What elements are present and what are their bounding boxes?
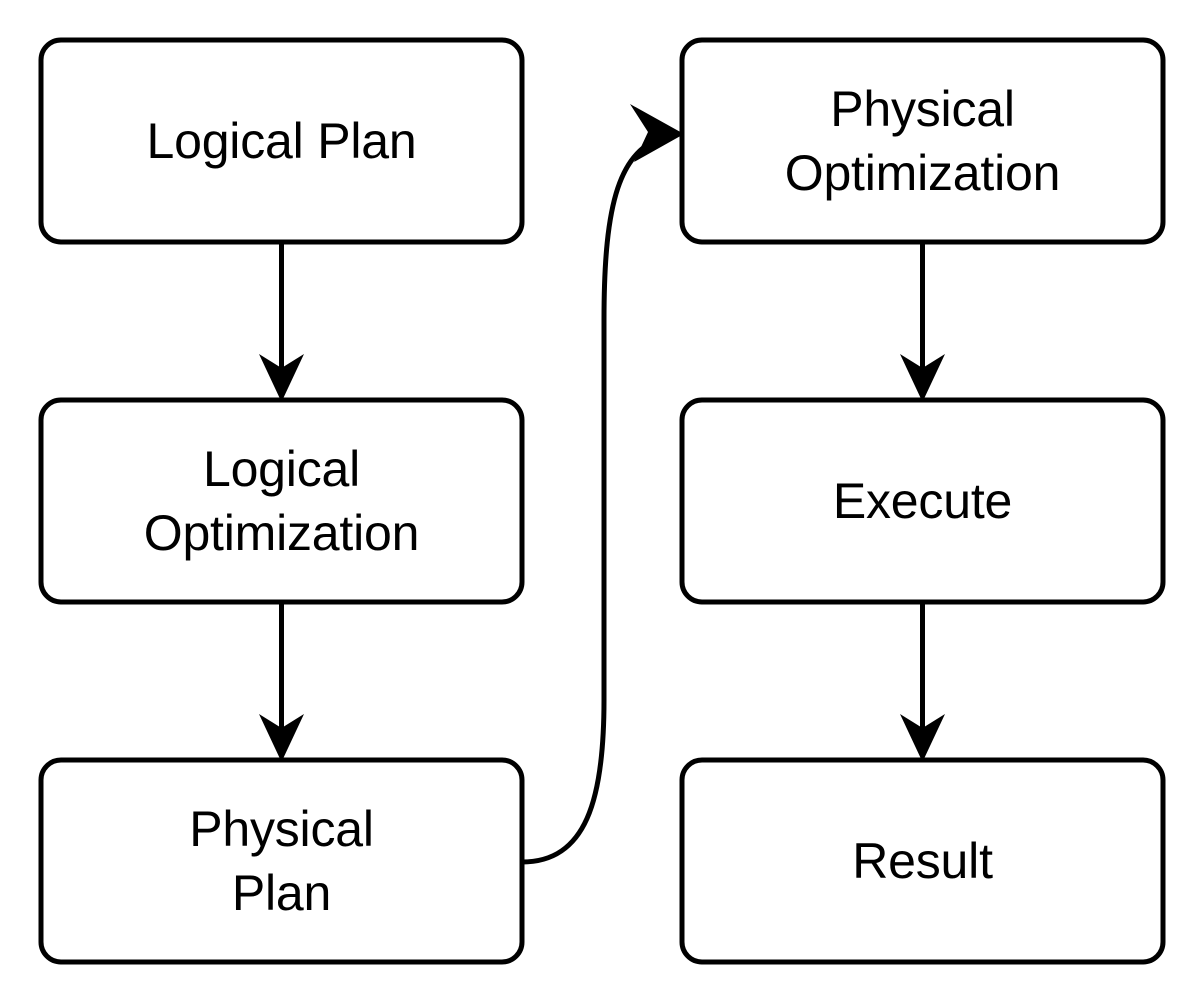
nodes-layer bbox=[38, 37, 1166, 965]
arrowhead-down-icon bbox=[259, 354, 304, 402]
arrowhead-right-icon bbox=[630, 104, 684, 162]
arrowhead-down-icon bbox=[900, 714, 945, 762]
edge-curve bbox=[521, 133, 667, 865]
node-logical-optimization[interactable] bbox=[38, 397, 525, 605]
arrowhead-down-icon bbox=[259, 714, 304, 762]
edge-logical-optimization-to-physical-plan bbox=[259, 602, 304, 762]
node-execute[interactable] bbox=[679, 397, 1166, 605]
node-logical-plan[interactable] bbox=[38, 37, 525, 245]
edge-physical-optimization-to-execute bbox=[900, 242, 945, 402]
node-physical-optimization[interactable] bbox=[679, 37, 1166, 245]
edges-layer bbox=[259, 104, 945, 865]
arrowhead-down-icon bbox=[900, 354, 945, 402]
edge-execute-to-result bbox=[900, 602, 945, 762]
node-physical-plan[interactable] bbox=[38, 757, 525, 965]
node-result[interactable] bbox=[679, 757, 1166, 965]
edge-logical-plan-to-logical-optimization bbox=[259, 242, 304, 402]
edge-physical-plan-to-physical-optimization bbox=[521, 104, 684, 865]
